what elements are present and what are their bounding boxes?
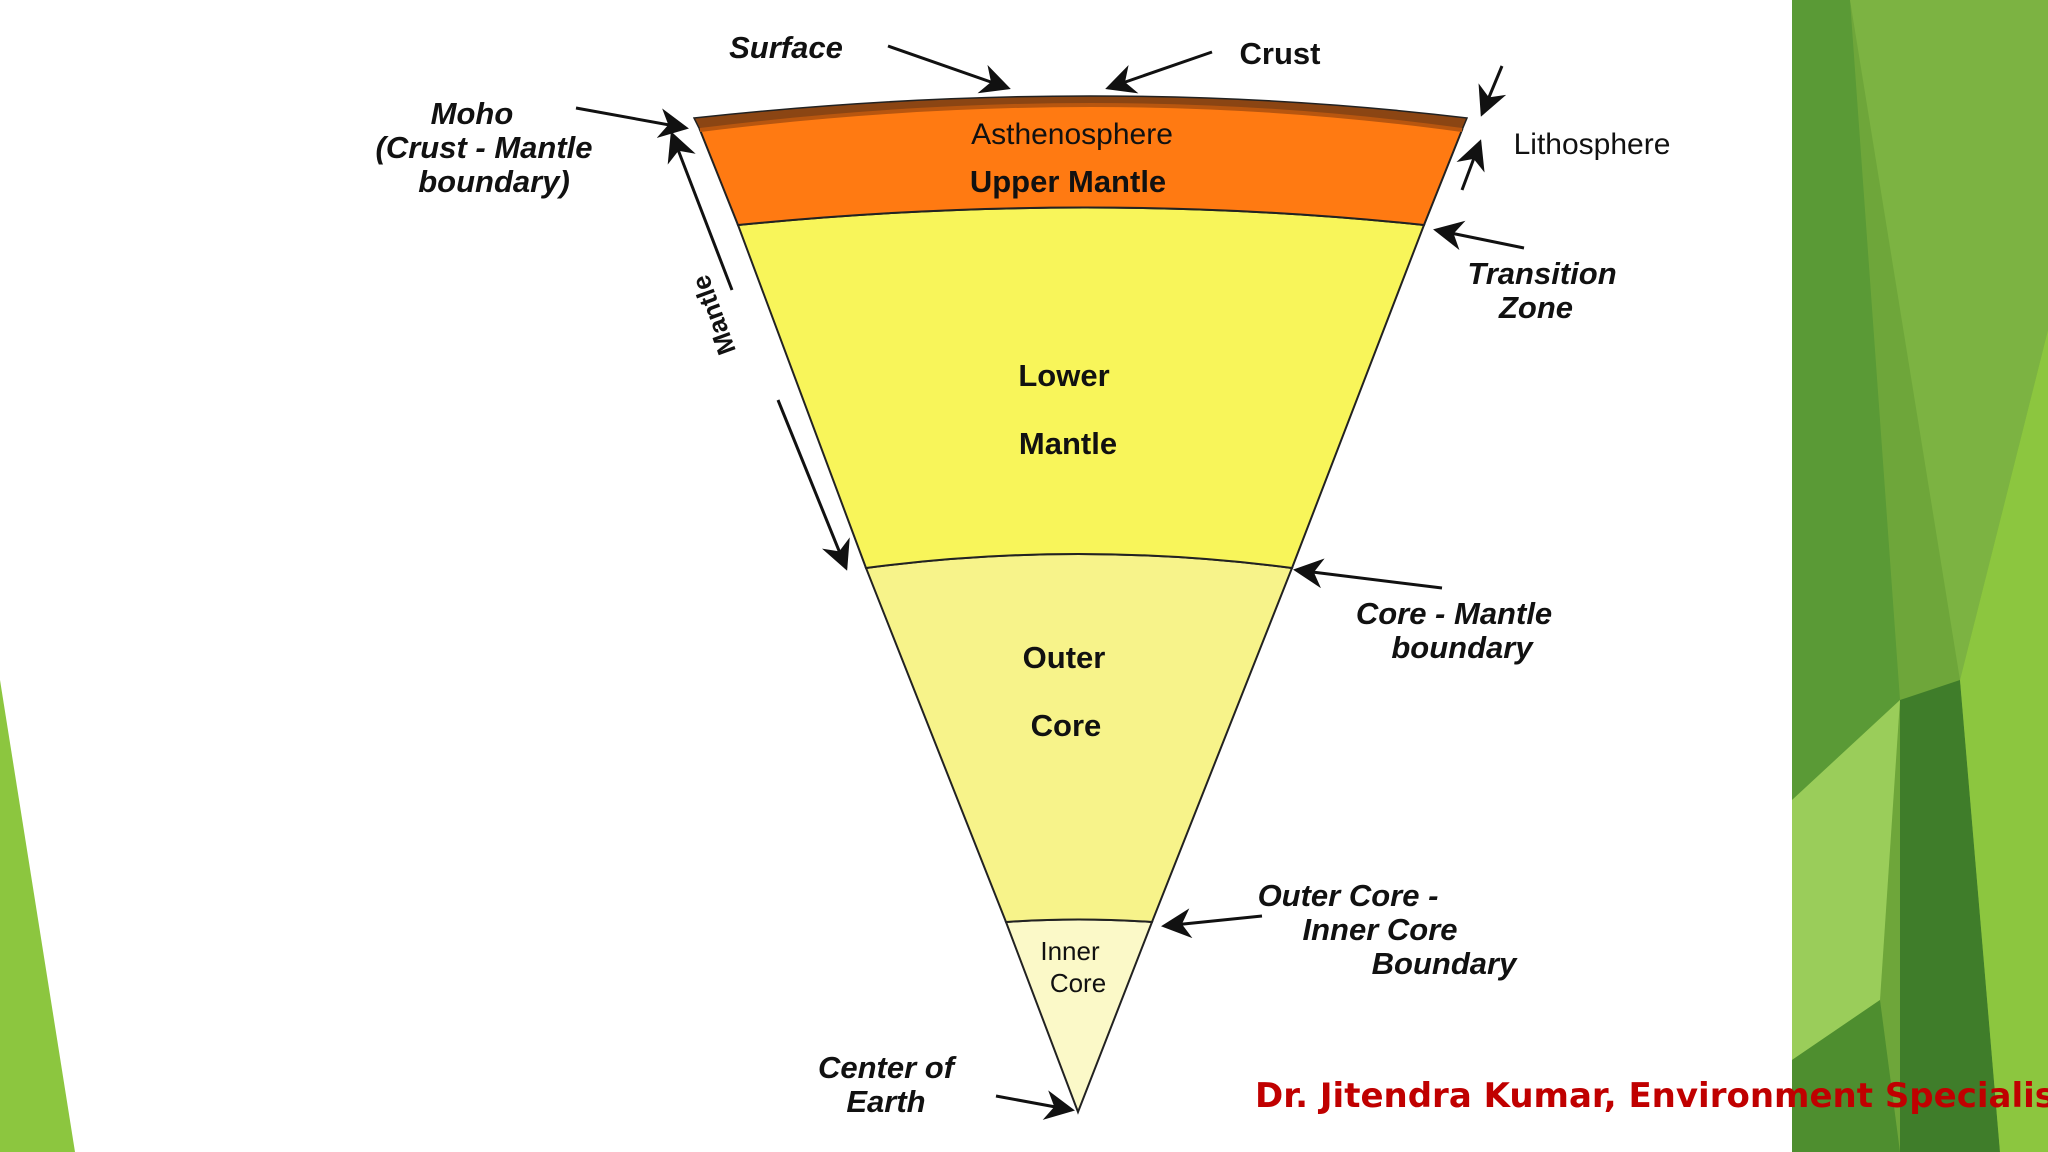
right-green-facet-5 <box>1792 700 1900 1060</box>
lithosphere-label: Lithosphere <box>1514 128 1671 161</box>
outer-core-label-2: Core <box>1031 708 1102 743</box>
core-mantle-label-1: Core - Mantle <box>1356 596 1552 631</box>
mantle-span-arrow-down <box>776 399 850 571</box>
core-mantle-arrow <box>1293 558 1443 590</box>
oc-ic-arrow <box>1161 908 1263 939</box>
inner-core-label-2: Core <box>1050 968 1106 998</box>
transition-zone-arrow <box>1433 220 1525 251</box>
mantle-side-label: Mantle <box>685 271 741 359</box>
transition-zone-label-1: Transition <box>1467 256 1616 291</box>
moho-label-2: (Crust - Mantle <box>376 130 593 165</box>
center-of-earth-label-1: Center of <box>818 1050 957 1085</box>
moho-arrow <box>575 106 689 138</box>
center-arrow <box>995 1090 1075 1120</box>
moho-label-3: boundary) <box>418 164 570 199</box>
lithosphere-band <box>699 103 1463 132</box>
right-green-facet-3 <box>1900 680 2000 1152</box>
oc-ic-boundary-label-3: Boundary <box>1372 946 1518 981</box>
oc-ic-boundary-label-2: Inner Core <box>1302 912 1457 947</box>
core-mantle-label-2: boundary <box>1391 630 1534 665</box>
lower-mantle-label-1: Lower <box>1018 358 1109 393</box>
transition-zone-label-2: Zone <box>1498 290 1573 325</box>
crust-label: Crust <box>1240 36 1321 71</box>
crust-arrow <box>1105 50 1213 94</box>
upper-mantle-label: Upper Mantle <box>970 164 1166 199</box>
center-of-earth-label-2: Earth <box>846 1084 925 1119</box>
author-credit: Dr. Jitendra Kumar, Environment Speciali… <box>1255 1076 2048 1116</box>
right-green-facet-1 <box>1792 0 1900 800</box>
right-green-facet-4 <box>1960 330 2048 1152</box>
lower-mantle-label-2: Mantle <box>1019 426 1117 461</box>
asthenosphere-label: Asthenosphere <box>971 118 1173 151</box>
surface-arrow <box>887 44 1011 94</box>
mantle-span-arrow-up <box>667 131 734 291</box>
lithosphere-arrow-up <box>1456 139 1485 191</box>
moho-label-1: Moho <box>431 96 514 131</box>
oc-ic-boundary-label-1: Outer Core - <box>1258 878 1439 913</box>
left-green-sliver <box>0 680 75 1152</box>
right-green-facet-6 <box>1792 1000 1900 1152</box>
lithosphere-arrow-down <box>1478 65 1507 117</box>
inner-core-label-1: Inner <box>1040 936 1100 966</box>
right-green-facet-2 <box>1850 0 2048 680</box>
surface-label: Surface <box>729 30 843 65</box>
outer-core-label-1: Outer <box>1023 640 1106 675</box>
